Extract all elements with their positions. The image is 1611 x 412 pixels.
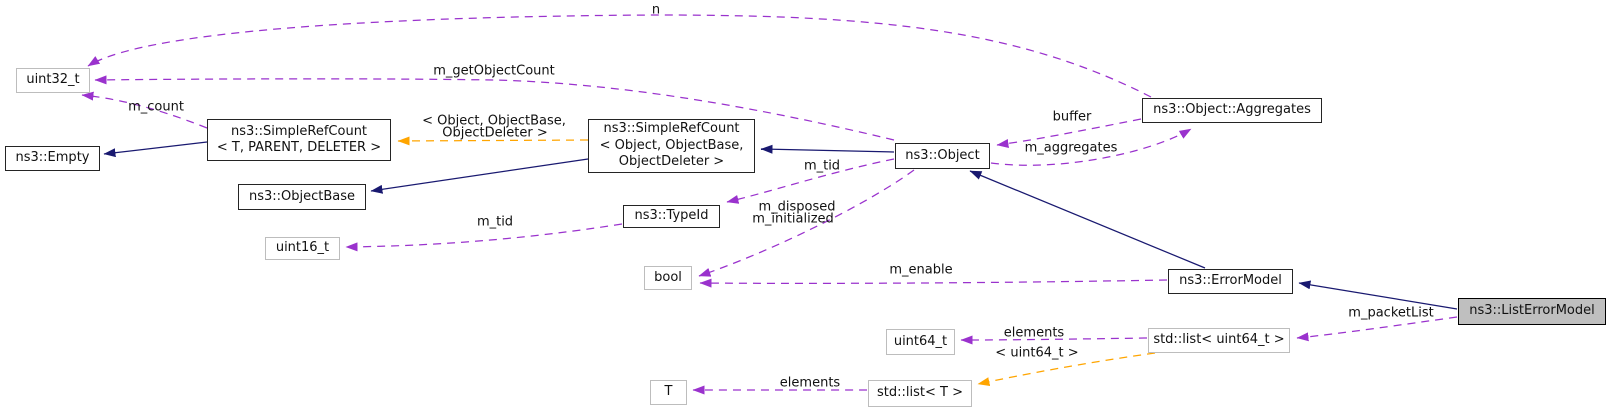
class-node-label: std::list< uint64_t >	[1153, 332, 1285, 348]
class-node-ns3-listerrormodel[interactable]: ns3::ListErrorModel	[1458, 298, 1606, 325]
class-node-label: ns3::Object	[905, 147, 980, 163]
edge-n	[87, 14, 1152, 98]
edge-m-count	[81, 91, 208, 129]
class-node-bool[interactable]: bool	[644, 266, 692, 290]
class-node-ns3-empty[interactable]: ns3::Empty	[5, 146, 100, 171]
edge-inherit-objectbase	[370, 158, 589, 194]
class-node-label: std::list< T >	[877, 385, 963, 401]
edge-m-enable	[699, 278, 1168, 288]
class-node-label: < T, PARENT, DELETER >	[216, 140, 382, 155]
class-node-label: ns3::Empty	[15, 150, 90, 166]
class-node-label: ns3::ErrorModel	[1179, 273, 1282, 289]
class-node-label: uint32_t	[26, 72, 80, 88]
class-node-label: T	[664, 384, 673, 400]
class-node-simplerefcount-generic[interactable]: ns3::SimpleRefCount< T, PARENT, DELETER …	[207, 119, 391, 161]
edge-inherit-errormodel	[1298, 280, 1458, 310]
class-node-label: bool	[654, 269, 682, 285]
edge-m-tid-object	[726, 158, 895, 204]
class-node-label: ns3::SimpleRefCount	[603, 121, 740, 137]
class-node-label: ns3::TypeId	[634, 208, 709, 224]
class-node-std-list-T[interactable]: std::list< T >	[868, 380, 972, 407]
class-node-label: ObjectDeleter >	[618, 154, 725, 170]
class-node-label: ns3::ListErrorModel	[1469, 303, 1595, 319]
class-node-ns3-objectbase[interactable]: ns3::ObjectBase	[238, 184, 366, 210]
class-node-uint32_t[interactable]: uint32_t	[16, 68, 90, 93]
edge-m-disposed-initialized	[698, 169, 915, 277]
edge-m-tid-typeid	[345, 223, 623, 252]
class-node-label: < Object, ObjectBase,	[599, 137, 744, 153]
class-node-ns3-object-aggregates[interactable]: ns3::Object::Aggregates	[1142, 98, 1322, 123]
class-node-label: uint64_t	[893, 333, 948, 349]
edge-m-packetlist	[1296, 316, 1458, 342]
class-node-T[interactable]: T	[650, 380, 687, 405]
class-node-uint64_t[interactable]: uint64_t	[886, 329, 955, 355]
class-node-ns3-typeid[interactable]: ns3::TypeId	[623, 205, 720, 228]
class-node-label: ns3::Object::Aggregates	[1153, 102, 1311, 118]
edge-elements-uint64	[960, 335, 1148, 345]
class-node-label: ns3::ObjectBase	[248, 188, 356, 204]
class-node-label: uint16_t	[275, 240, 330, 256]
edge-inherit-simplerefcount	[760, 144, 895, 154]
edge-template-list	[977, 352, 1156, 387]
class-node-simplerefcount-object[interactable]: ns3::SimpleRefCount< Object, ObjectBase,…	[588, 119, 755, 173]
class-node-ns3-object[interactable]: ns3::Object	[895, 143, 990, 169]
edge-m-aggregates	[990, 128, 1192, 166]
edge-template-simplerefcount	[397, 136, 589, 146]
class-node-ns3-errormodel[interactable]: ns3::ErrorModel	[1168, 269, 1293, 294]
edge-inherit-empty	[103, 141, 208, 158]
class-node-uint16_t[interactable]: uint16_t	[265, 237, 340, 260]
class-node-std-list-uint64[interactable]: std::list< uint64_t >	[1148, 328, 1290, 353]
class-node-label: ns3::SimpleRefCount	[230, 123, 368, 139]
edge-inherit-object	[969, 170, 1206, 269]
edge-buffer	[996, 118, 1142, 148]
